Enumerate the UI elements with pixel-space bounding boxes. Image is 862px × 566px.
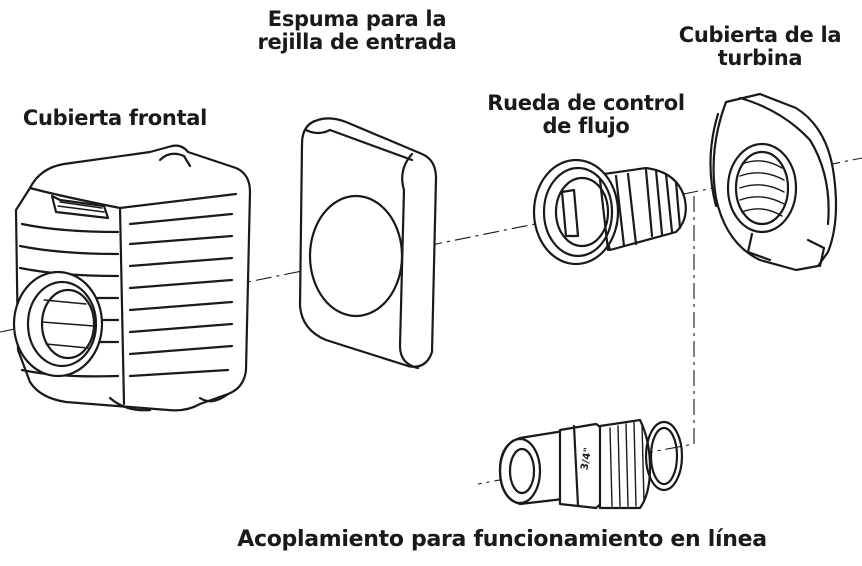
flow-wheel-label: Rueda de control de flujo: [486, 92, 686, 138]
front-cover-label-text: Cubierta frontal: [22, 106, 208, 130]
front-cover-part: [12, 144, 252, 412]
coupling-label: Acoplamiento para funcionamiento en líne…: [212, 528, 792, 551]
turbine-cover-label-line1: Cubierta de la: [678, 23, 842, 47]
inline-coupling-part: 3/4": [498, 418, 684, 510]
foam-label-line1: Espuma para la: [267, 7, 447, 31]
foam-label: Espuma para la rejilla de entrada: [232, 8, 482, 54]
foam-label-line2: rejilla de entrada: [257, 30, 457, 54]
coupling-label-text: Acoplamiento para funcionamiento en líne…: [237, 527, 767, 552]
turbine-cover-label-line2: turbina: [717, 46, 803, 70]
intake-foam-part: [298, 117, 438, 370]
svg-text:3/4": 3/4": [579, 447, 594, 471]
flow-wheel-label-line1: Rueda de control: [487, 91, 685, 115]
flow-wheel-label-line2: de flujo: [542, 114, 630, 138]
turbine-cover-label: Cubierta de la turbina: [662, 24, 858, 70]
front-cover-label: Cubierta frontal: [4, 107, 226, 130]
turbine-cover-part: [709, 92, 838, 272]
flow-control-wheel-part: [532, 158, 687, 266]
